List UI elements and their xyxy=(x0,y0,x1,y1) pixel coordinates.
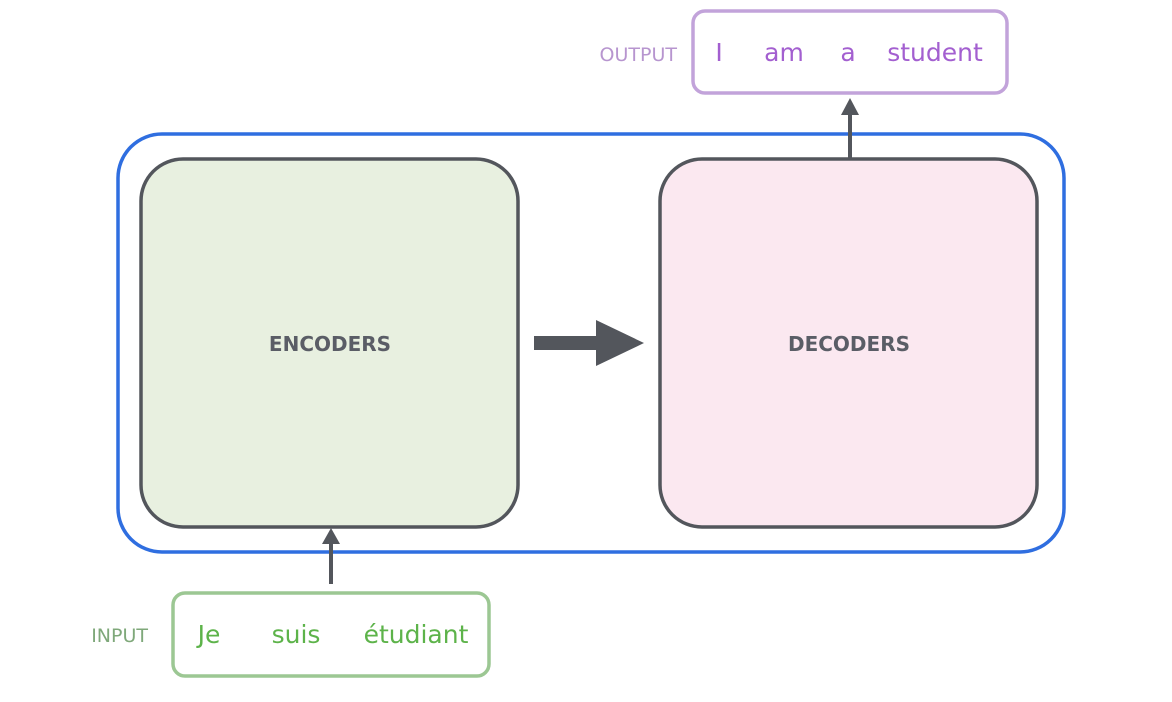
output-word: student xyxy=(887,38,983,67)
input-word: Je xyxy=(196,620,221,649)
encoder-to-decoder-arrow xyxy=(534,320,644,366)
output-box xyxy=(691,9,1009,95)
input-box xyxy=(171,591,491,678)
output-label: OUTPUT xyxy=(600,44,678,66)
input-label: INPUT xyxy=(91,625,148,647)
input-word: suis xyxy=(272,620,321,649)
encoders-label: ENCODERS xyxy=(269,332,391,356)
output-word: am xyxy=(764,38,804,67)
output-word: a xyxy=(840,38,855,67)
input-word: étudiant xyxy=(364,620,469,649)
transformer-container xyxy=(116,132,1066,554)
encoders-block xyxy=(139,157,520,529)
input-arrow xyxy=(322,528,340,584)
output-word: I xyxy=(715,38,722,67)
decoders-label: DECODERS xyxy=(788,332,910,356)
output-arrow xyxy=(841,98,859,159)
